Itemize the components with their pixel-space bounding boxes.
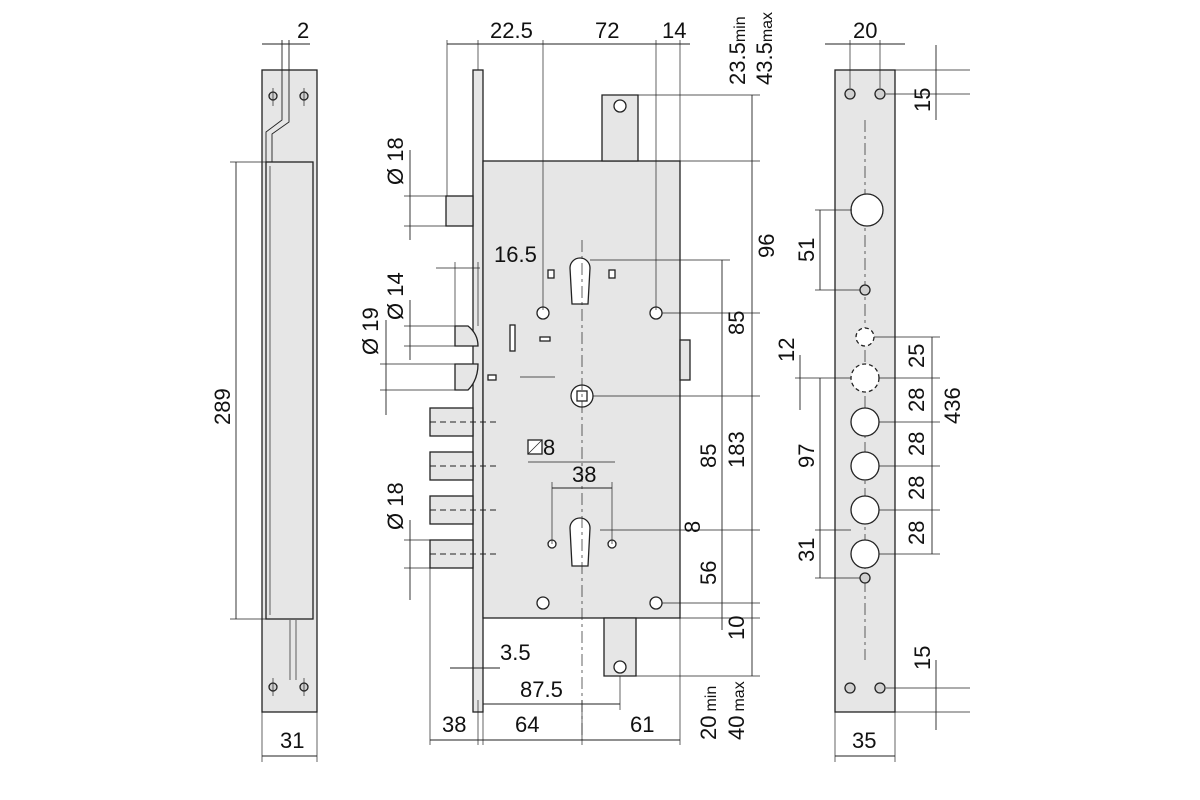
front-faceplate	[472, 69, 484, 713]
dim-strike-min: 23.5	[725, 42, 750, 85]
side-edge-step	[265, 40, 283, 162]
dim-backset: 22.5	[490, 18, 533, 43]
dim-plate-top-15: 15	[910, 88, 935, 112]
upper-cylinder-hole	[569, 257, 591, 305]
dim-bottom-min: 20	[696, 716, 721, 740]
dim-right-offset: 14	[662, 18, 686, 43]
dim-side-width: 31	[280, 728, 304, 753]
dim-plate-28-b: 28	[904, 432, 929, 456]
dim-plate-436: 436	[940, 387, 965, 424]
dim-top-bolt-diameter: Ø 18	[383, 137, 408, 185]
dim-bottom-38: 38	[442, 712, 466, 737]
svg-text:40max: 40max	[724, 681, 749, 740]
dim-latch-diameter: Ø 14	[383, 272, 408, 320]
dim-side-height: 289	[210, 388, 235, 425]
dim-bottom-64: 64	[515, 712, 539, 737]
side-case	[265, 161, 314, 620]
dim-85-lower: 85	[696, 444, 721, 468]
faceplate-view: 20 15 51 12 97 31 25 28 28 28 28 436	[774, 18, 970, 762]
dim-latch-head-diameter: Ø 19	[358, 307, 383, 355]
dim-cylinder-spacing: 38	[572, 462, 596, 487]
faceplate-hole-top	[850, 193, 884, 227]
side-view: 2 289 31	[210, 18, 318, 762]
dim-85-upper: 85	[724, 311, 749, 335]
faceplate-holes	[850, 193, 884, 569]
svg-text:23.5min: 23.5min	[725, 16, 750, 85]
dim-plate-25: 25	[904, 344, 929, 368]
dim-8: 8	[680, 521, 705, 533]
dim-follower-x: 72	[595, 18, 619, 43]
dim-plate-28-a: 28	[904, 388, 929, 412]
bolts	[429, 195, 500, 569]
dim-183: 183	[724, 431, 749, 468]
dim-edge-thickness: 2	[297, 18, 309, 43]
side-screws	[268, 88, 309, 696]
dim-bolt-diameter: Ø 18	[383, 482, 408, 530]
dim-plate-bottom-15: 15	[910, 646, 935, 670]
dim-plate-12: 12	[774, 338, 799, 362]
dim-3-5: 3.5	[500, 640, 531, 665]
svg-text:43.5max: 43.5max	[752, 12, 777, 85]
dim-10: 10	[724, 616, 749, 640]
top-deadbolt	[445, 195, 474, 227]
svg-text:20min: 20min	[696, 686, 721, 740]
top-rod-connector	[601, 94, 639, 162]
dim-96: 96	[754, 234, 779, 258]
latch-upper	[454, 325, 479, 347]
dim-bottom-max: 40	[724, 716, 749, 740]
lower-cylinder-hole	[569, 517, 591, 567]
dim-plate-51: 51	[794, 238, 819, 262]
dim-plate-97: 97	[794, 444, 819, 468]
dim-latch-offset: 16.5	[494, 242, 537, 267]
latch-lower	[454, 363, 479, 391]
dim-square: 8	[543, 435, 555, 460]
dim-plate-31: 31	[794, 538, 819, 562]
faceplate-screws	[844, 88, 886, 694]
dim-strike-max: 43.5	[752, 42, 777, 85]
dim-plate-28-c: 28	[904, 476, 929, 500]
dim-87-5: 87.5	[520, 677, 563, 702]
dim-56: 56	[696, 561, 721, 585]
dim-plate-width-bottom: 35	[852, 728, 876, 753]
dim-bottom-61: 61	[630, 712, 654, 737]
front-view: 22.5 72 14 23.5min 43.5max Ø 18 Ø 14 Ø 1…	[358, 12, 779, 745]
dim-plate-28-d: 28	[904, 521, 929, 545]
dim-plate-width-top: 20	[853, 18, 877, 43]
